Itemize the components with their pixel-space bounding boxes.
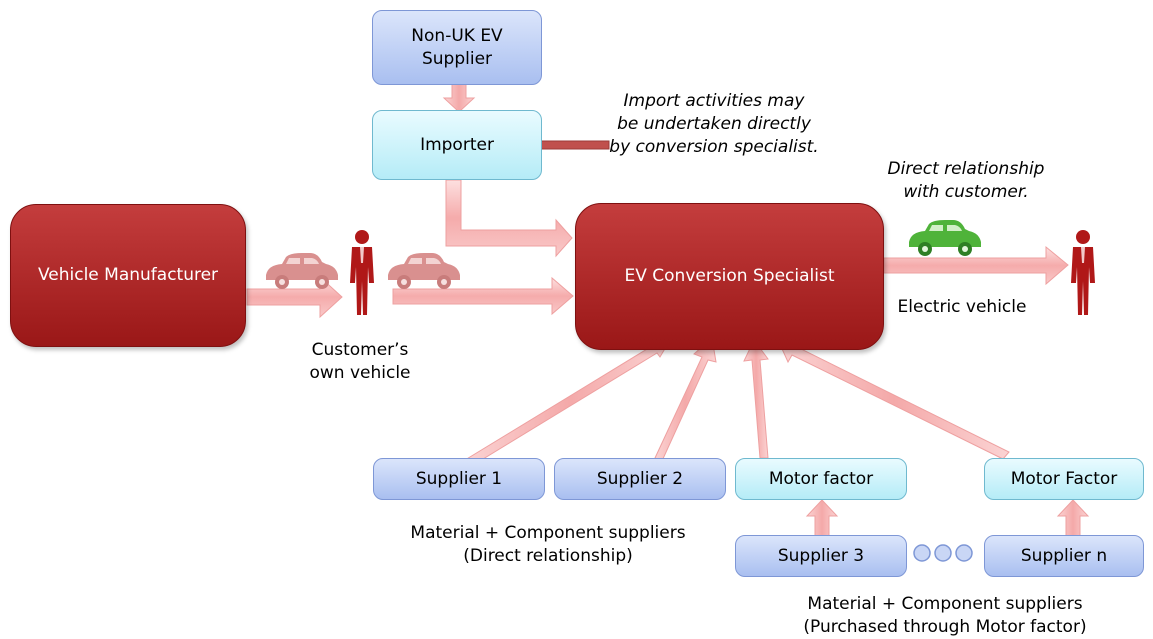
node-supplier-3: Supplier 3 [735, 535, 907, 577]
node-supplier-1: Supplier 1 [373, 458, 545, 500]
arrow-supplier1-to-specialist [464, 334, 674, 468]
arrow-motorfactor2-to-specialist [777, 339, 1010, 460]
import-note: Import activities may be undertaken dire… [609, 91, 819, 157]
arrow-nonuk-to-importer [442, 83, 476, 113]
arrow-supplier2-to-specialist [654, 337, 717, 462]
arrow-customer-to-specialist [392, 276, 574, 316]
arrow-importer-to-specialist [445, 179, 573, 258]
arrow-suppliern-to-motorfactor [1056, 499, 1090, 537]
node-vehicle-manufacturer: Vehicle Manufacturer [10, 204, 246, 347]
direct-suppliers-label: Material + Component suppliers (Direct r… [410, 523, 686, 566]
person-icon [350, 230, 374, 315]
motor-factor-suppliers-label: Material + Component suppliers (Purchase… [803, 594, 1087, 637]
electric-vehicle-label: Electric vehicle [897, 297, 1027, 317]
arrow-supplier3-to-motorfactor [805, 499, 839, 537]
customer-own-vehicle-label: Customer’s own vehicle [309, 340, 411, 383]
arrow-specialist-to-customer [883, 245, 1069, 286]
node-motor-factor-2: Motor Factor [984, 458, 1144, 500]
car-icon [266, 253, 338, 289]
node-supplier-n: Supplier n [984, 535, 1144, 577]
node-supplier-2: Supplier 2 [554, 458, 726, 500]
car-icon [388, 253, 460, 289]
car-icon [909, 220, 981, 256]
direct-relationship-note: Direct relationship with customer. [887, 159, 1045, 202]
node-non-uk-ev-supplier: Non-UK EV Supplier [372, 10, 542, 85]
node-ev-conversion-specialist: EV Conversion Specialist [575, 203, 884, 350]
node-importer: Importer [372, 110, 542, 180]
person-icon [1071, 230, 1095, 315]
ellipsis-dots-icon [913, 544, 973, 562]
node-motor-factor-1: Motor factor [735, 458, 907, 500]
arrow-motorfactor1-to-specialist [743, 339, 769, 459]
